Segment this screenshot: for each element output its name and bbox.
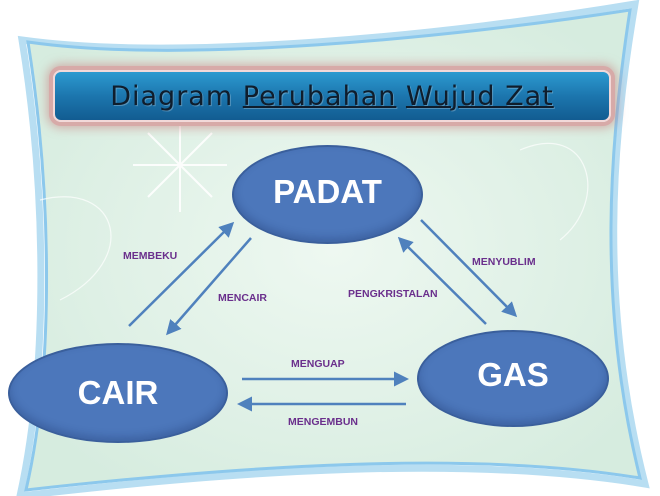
title-word-perubahan: Perubahan <box>242 80 397 112</box>
node-gas-label: GAS <box>477 355 549 393</box>
label-membeku: MEMBEKU <box>123 250 178 262</box>
title-word-diagram: Diagram <box>110 80 234 112</box>
arrow-menyublim <box>420 219 518 318</box>
node-padat: PADAT <box>232 145 423 244</box>
label-pengkristalan: PENGKRISTALAN <box>348 288 438 300</box>
node-cair-label: CAIR <box>77 374 159 411</box>
node-padat-label: PADAT <box>273 172 382 210</box>
diagram-title: Diagram Perubahan Wujud Zat <box>110 81 554 112</box>
arrow-pengkristalan <box>397 236 487 325</box>
arrow-membeku <box>128 221 235 327</box>
title-banner: Diagram Perubahan Wujud Zat <box>53 70 611 122</box>
arrow-mencair <box>166 237 252 336</box>
sparkle-icon <box>133 118 227 212</box>
label-menyublim: MENYUBLIM <box>472 256 536 268</box>
label-mengembun: MENGEMBUN <box>288 416 358 428</box>
label-menguap: MENGUAP <box>291 358 345 370</box>
label-mencair: MENCAIR <box>218 292 267 304</box>
node-gas: GAS <box>417 330 609 427</box>
faint-swirl <box>39 142 589 301</box>
title-words-wujud-zat: Wujud Zat <box>405 80 554 112</box>
node-cair: CAIR <box>8 343 228 443</box>
